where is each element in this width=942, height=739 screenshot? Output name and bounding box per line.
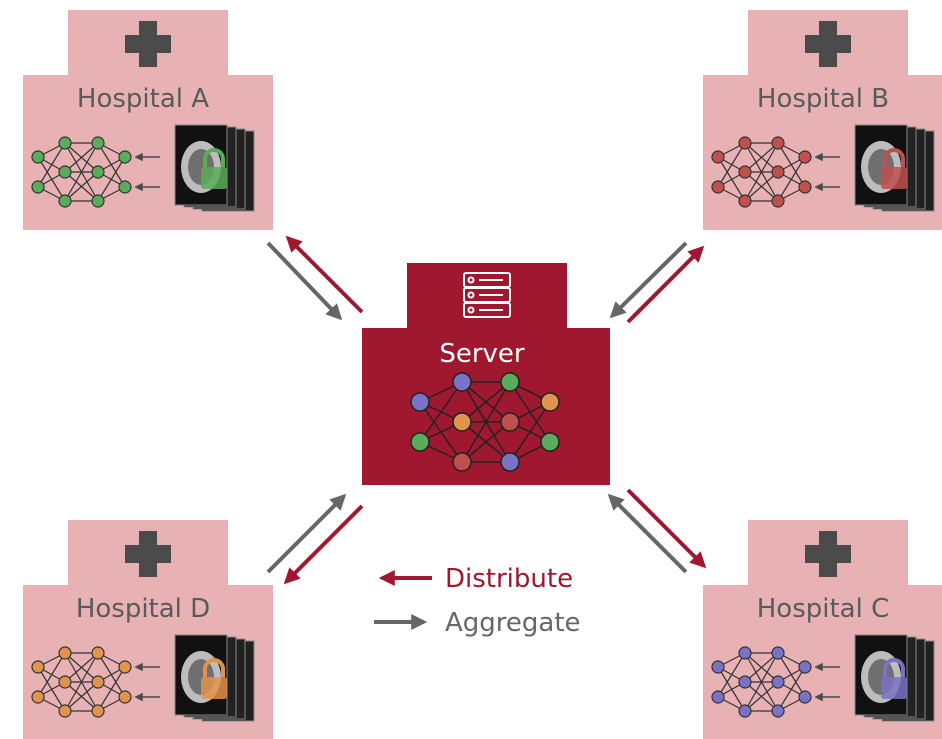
input-arrows (134, 662, 160, 702)
input-arrows (814, 662, 840, 702)
network-node (738, 136, 752, 150)
network-node (91, 675, 105, 689)
hospital-d-card: Hospital D (23, 520, 273, 739)
network-node (500, 372, 520, 392)
hospital-b-card: Hospital B (703, 10, 942, 230)
network-node (711, 150, 725, 164)
input-arrows (814, 152, 840, 192)
network-node (738, 646, 752, 660)
network-node (91, 165, 105, 179)
aggregate-arrow (266, 493, 347, 574)
flow-arrows (266, 235, 707, 585)
network-node (798, 180, 812, 194)
network-node (91, 646, 105, 660)
aggregate-arrow (609, 241, 688, 319)
neural-network-icon (410, 372, 560, 472)
lock-icon (201, 658, 227, 699)
network-node (31, 180, 45, 194)
network-node (738, 704, 752, 718)
network-node (118, 690, 132, 704)
ct-scan-icon (174, 634, 255, 722)
aggregate-legend-label: Aggregate (445, 608, 581, 638)
ct-scan-icon (854, 634, 935, 722)
server-card: Server (362, 263, 610, 485)
network-node (540, 432, 560, 452)
network-node (452, 412, 472, 432)
hospital-a-card: Hospital A (23, 10, 273, 230)
network-node (798, 150, 812, 164)
network-node (410, 392, 430, 412)
neural-network-icon (711, 646, 812, 718)
network-node (91, 194, 105, 208)
neural-network-icon (31, 646, 132, 718)
network-node (58, 165, 72, 179)
aggregate-arrow (607, 493, 688, 574)
distribute-arrow (626, 245, 705, 324)
hospital-b-title: Hospital B (757, 84, 889, 114)
network-node (711, 180, 725, 194)
server-rack-icon (463, 272, 511, 318)
network-node (500, 452, 520, 472)
network-node (540, 392, 560, 412)
neural-network-icon (711, 136, 812, 208)
network-node (771, 165, 785, 179)
distribute-arrow (626, 488, 707, 569)
aggregate-arrow (266, 241, 343, 321)
network-node (31, 660, 45, 674)
network-node (738, 165, 752, 179)
network-node (798, 660, 812, 674)
network-node (771, 194, 785, 208)
medical-cross-icon (805, 531, 851, 577)
network-node (91, 704, 105, 718)
network-node (118, 150, 132, 164)
medical-cross-icon (805, 21, 851, 67)
network-node (58, 704, 72, 718)
hospital-c-title: Hospital C (757, 594, 890, 624)
network-node (711, 660, 725, 674)
network-node (31, 150, 45, 164)
network-node (500, 412, 520, 432)
network-node (738, 675, 752, 689)
network-node (771, 675, 785, 689)
network-node (91, 136, 105, 150)
distribute-legend-label: Distribute (445, 564, 573, 594)
ct-scan-icon (174, 124, 255, 212)
network-node (118, 180, 132, 194)
network-node (771, 646, 785, 660)
network-node (410, 432, 430, 452)
input-arrows (134, 152, 160, 192)
network-node (771, 704, 785, 718)
network-node (31, 690, 45, 704)
distribute-arrow (285, 235, 364, 314)
legend: Distribute Aggregate (374, 564, 581, 638)
medical-cross-icon (125, 531, 171, 577)
network-node (798, 690, 812, 704)
server-title: Server (439, 339, 525, 369)
hospital-d-title: Hospital D (76, 594, 210, 624)
distribute-arrow (283, 504, 364, 585)
neural-network-icon (31, 136, 132, 208)
network-node (118, 660, 132, 674)
network-node (452, 372, 472, 392)
lock-icon (881, 658, 907, 699)
lock-icon (201, 148, 227, 189)
network-node (58, 136, 72, 150)
medical-cross-icon (125, 21, 171, 67)
network-node (738, 194, 752, 208)
hospital-c-card: Hospital C (703, 520, 942, 739)
network-node (58, 646, 72, 660)
lock-icon (881, 148, 907, 189)
network-node (771, 136, 785, 150)
network-node (58, 194, 72, 208)
network-node (711, 690, 725, 704)
hospital-a-title: Hospital A (77, 84, 209, 114)
ct-scan-icon (854, 124, 935, 212)
network-node (58, 675, 72, 689)
network-node (452, 452, 472, 472)
